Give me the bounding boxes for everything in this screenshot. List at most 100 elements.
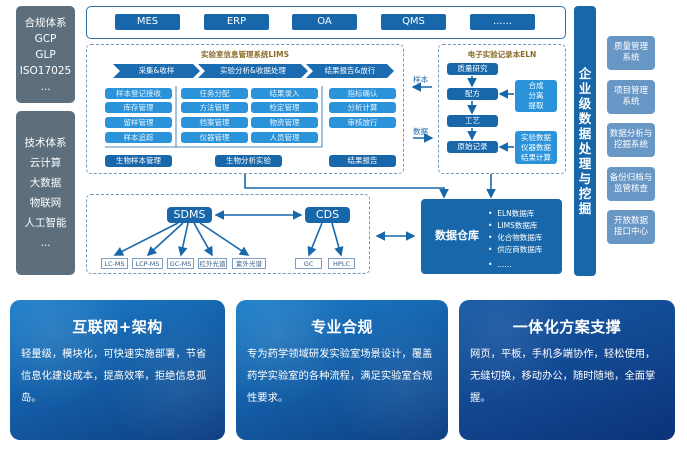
enterprise-bar-char: 处 (578, 141, 592, 156)
enterprise-bar-char: 理 (578, 156, 592, 171)
card-text: 专为药学领域研发实验室场景设计，覆盖药学实验室的各种流程，满足实验室合规性要求。 (247, 348, 433, 404)
lims-title: 实验室信息管理系统LIMS (201, 50, 289, 59)
system-oa[interactable]: OA (292, 14, 357, 30)
right-system-text: 备份归档与 (609, 173, 653, 183)
enterprise-data-bar: 企业级数据处理与挖掘 (574, 6, 596, 276)
right-system-analysis[interactable]: 数据分析与挖掘系统 (607, 123, 655, 157)
db-item: • 供应商数据库 (488, 245, 543, 254)
right-system-text: 系统 (622, 53, 640, 63)
technology-item: 人工智能 (24, 217, 67, 229)
eln-side-text: 合成 (528, 81, 544, 90)
lims-module[interactable]: 人员管理 (251, 132, 318, 143)
data-warehouse-title: 数据仓库 (435, 229, 479, 242)
right-system-text: 质量管理 (613, 42, 648, 52)
enterprise-bar-char: 挖 (578, 186, 592, 201)
db-item: • ...... (488, 260, 512, 269)
lims-module[interactable]: 分析计算 (329, 102, 396, 113)
system-mes[interactable]: MES (115, 14, 180, 30)
eln-side-text: 结果计算 (521, 152, 551, 162)
card-text: 轻量级，模块化，可快速实施部署，节省信息化建设成本，提高效率，拒绝信息孤岛。 (21, 348, 207, 404)
right-system-text: 接口中心 (613, 227, 648, 237)
data-warehouse[interactable]: 数据仓库 • ELN数据库 • LIMS数据库 • 化合物数据库 • 供应商数据… (421, 199, 562, 274)
right-system-text: 项目管理 (613, 86, 648, 96)
technology-item: ... (40, 237, 51, 249)
lims-module[interactable]: 审核放行 (329, 117, 396, 128)
lims-module[interactable]: 留样管理 (105, 117, 172, 128)
data-warehouse-list: • ELN数据库 • LIMS数据库 • 化合物数据库 • 供应商数据库 • .… (488, 208, 542, 271)
cds-node[interactable]: CDS (305, 207, 350, 223)
system-qms[interactable]: QMS (381, 14, 446, 30)
right-system-text: 数据分析与 (609, 129, 653, 139)
lims-module[interactable]: 检定管理 (251, 102, 318, 113)
card-text: 网页，平板，手机多端协作，轻松使用，无缝切换，移动办公，随时随地，全面掌握。 (470, 348, 656, 404)
lims-module[interactable]: 物资管理 (251, 117, 318, 128)
enterprise-bar-char: 业 (578, 81, 592, 96)
stage-analysis: 实验分析&收据处理 (198, 64, 308, 78)
eln-side-text: 仪器数据 (521, 142, 551, 152)
lims-module[interactable]: 结果录入 (251, 88, 318, 99)
compliance-panel: 合规体系 GCP GLP ISO17025 ... (16, 6, 75, 103)
db-item: • ELN数据库 (488, 209, 535, 218)
technology-item: 物联网 (29, 197, 62, 209)
eln-step[interactable]: 质量研究 (447, 63, 498, 75)
right-system-project[interactable]: 项目管理系统 (607, 80, 655, 114)
instrument-box: GC-MS (167, 258, 194, 269)
lims-module[interactable]: 样本登记接收 (105, 88, 172, 99)
lims-module[interactable]: 档案管理 (181, 117, 248, 128)
eln-step[interactable]: 原始记录 (447, 141, 498, 153)
db-item: • 化合物数据库 (488, 233, 543, 242)
lims-bottom-module[interactable]: 结果报告 (329, 155, 396, 167)
eln-title: 电子实验记录本ELN (467, 50, 537, 59)
lims-module[interactable]: 库存管理 (105, 102, 172, 113)
compliance-item: GCP (34, 32, 57, 45)
eln-side-box-data: 实验数据 仪器数据 结果计算 (515, 131, 557, 164)
technology-item: 云计算 (29, 157, 62, 169)
right-system-api[interactable]: 开放数据接口中心 (607, 210, 655, 244)
instrument-box: 紫外光谱 (232, 258, 266, 269)
sample-link-label: 样本 (413, 75, 428, 84)
lims-module[interactable]: 仪器管理 (181, 132, 248, 143)
card-title: 互联网+架构 (72, 318, 163, 336)
compliance-item: ... (40, 80, 51, 93)
sdms-node[interactable]: SDMS (167, 207, 212, 223)
enterprise-bar-char: 级 (578, 96, 592, 111)
eln-frame (438, 44, 566, 174)
enterprise-bar-char: 掘 (578, 201, 592, 216)
stage-report: 结果报告&放行 (306, 64, 394, 78)
card-title: 专业合规 (310, 318, 373, 336)
technology-item: 大数据 (29, 177, 62, 189)
lims-bottom-module[interactable]: 生物样本管理 (105, 155, 172, 167)
lims-frame (86, 44, 404, 174)
enterprise-bar-char: 与 (578, 171, 592, 186)
eln-side-box-synthesis: 合成 分离 提取 (515, 80, 557, 112)
lims-module[interactable]: 样本追踪 (105, 132, 172, 143)
stage-collect: 采集&收样 (113, 64, 200, 78)
lims-module[interactable]: 任务分配 (181, 88, 248, 99)
system-erp[interactable]: ERP (204, 14, 269, 30)
right-system-backup[interactable]: 备份归档与监管核查 (607, 167, 655, 201)
eln-side-text: 分离 (528, 91, 544, 100)
sdms-frame (86, 194, 370, 274)
feature-card-integration: 一体化方案支撑 网页，平板，手机多端协作，轻松使用，无缝切换，移动办公，随时随地… (459, 300, 675, 440)
compliance-item: ISO17025 (19, 64, 72, 77)
system-more[interactable]: ...... (470, 14, 535, 30)
feature-card-architecture: 互联网+架构 轻量级，模块化，可快速实施部署，节省信息化建设成本，提高效率，拒绝… (10, 300, 225, 440)
right-system-text: 监管核查 (613, 184, 648, 194)
data-link-label: 数据 (413, 127, 428, 136)
lims-bottom-module[interactable]: 生物分析实验 (215, 155, 282, 167)
instrument-box: LCP-MS (132, 258, 163, 269)
eln-step[interactable]: 配方 (447, 88, 498, 100)
compliance-item: GLP (35, 48, 56, 61)
enterprise-bar-char: 企 (578, 66, 592, 81)
right-system-text: 系统 (622, 97, 640, 107)
top-systems-frame (86, 6, 566, 39)
right-system-text: 挖掘系统 (613, 140, 648, 150)
technology-title: 技术体系 (24, 137, 67, 149)
right-system-quality[interactable]: 质量管理系统 (607, 36, 655, 70)
eln-step[interactable]: 工艺 (447, 115, 498, 127)
eln-side-text: 提取 (528, 101, 544, 110)
enterprise-bar-char: 据 (578, 126, 592, 141)
lims-module[interactable]: 指标确认 (329, 88, 396, 99)
lims-module[interactable]: 方法管理 (181, 102, 248, 113)
instrument-box: HPLC (328, 258, 355, 269)
